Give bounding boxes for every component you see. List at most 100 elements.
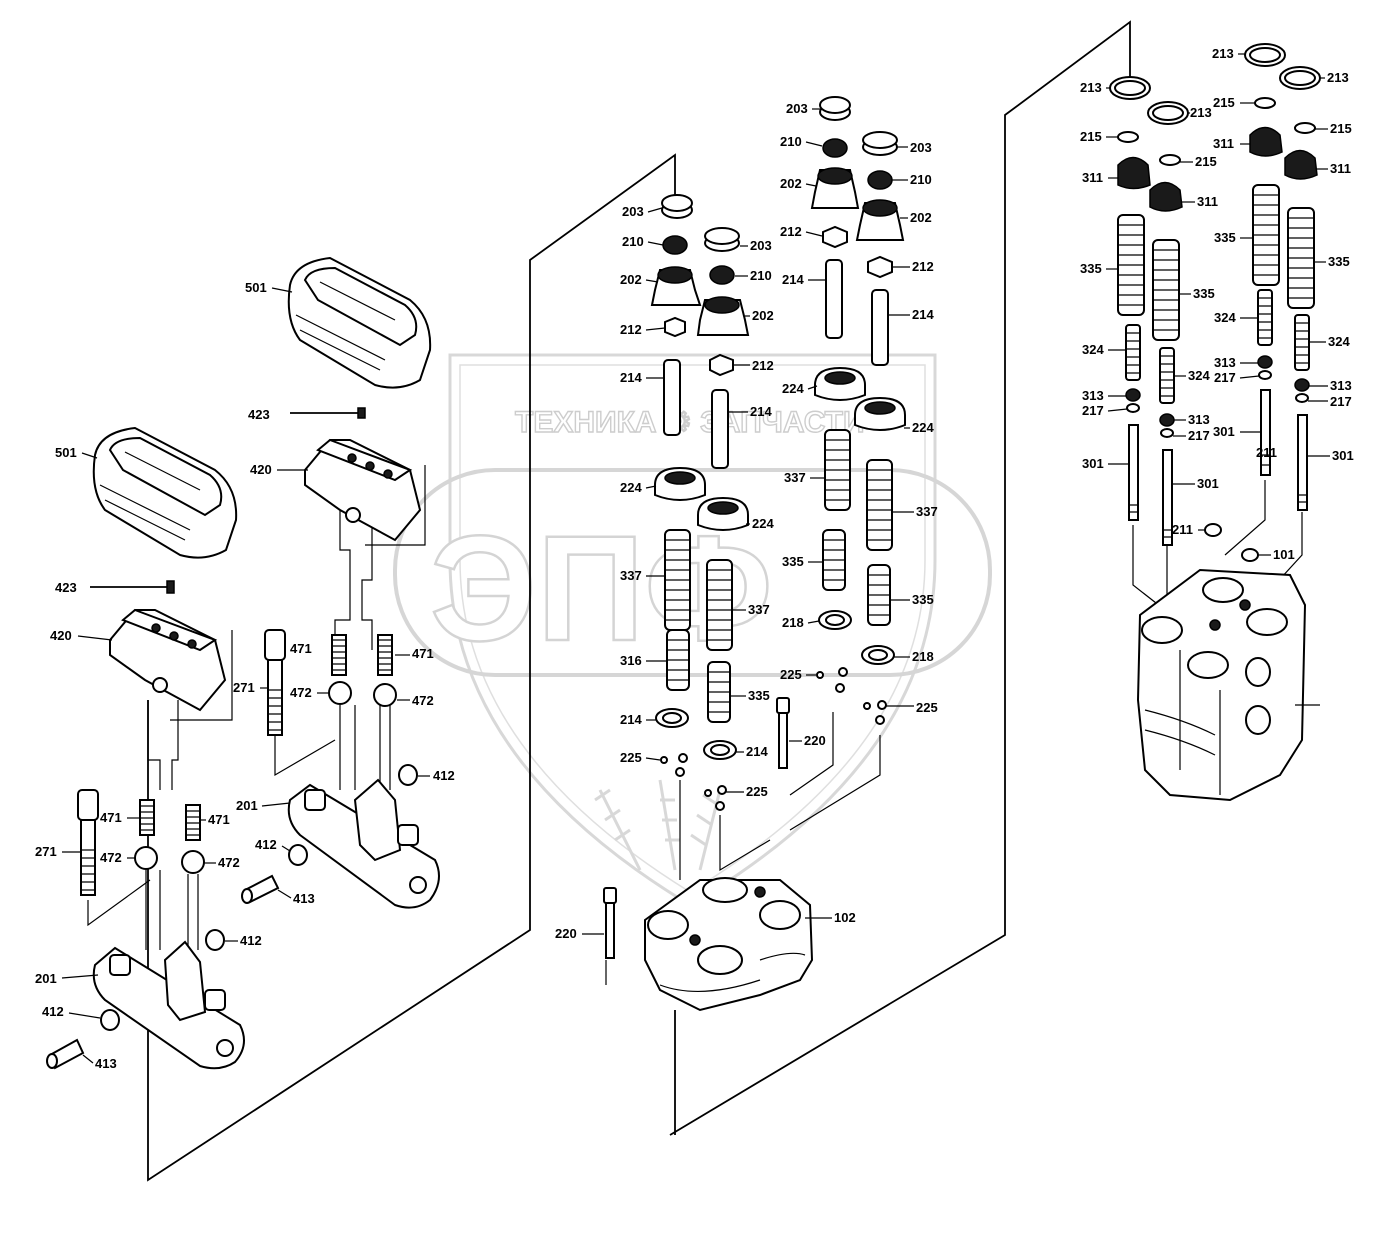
pin-413-upper [241,874,280,904]
callout-label: 102 [834,910,856,925]
callout-label: 471 [208,812,230,827]
callout-label: 203 [622,204,644,219]
callout-label: 214 [750,404,772,419]
callout-label: 212 [752,358,774,373]
callout-label: 225 [916,700,938,715]
callout-label: 313 [1082,388,1104,403]
callout-label: 471 [290,641,312,656]
callout-label: 311 [1330,161,1351,176]
callout-label: 301 [1213,424,1235,439]
pedal-assembly-lower [46,426,245,1070]
callout-label: 212 [620,322,642,337]
callout-label: 211 [1256,445,1277,460]
callout-label: 202 [752,308,774,323]
callout-label: 225 [620,750,642,765]
callout-label: 313 [1330,378,1352,393]
callout-label: 311 [1197,194,1218,209]
callout-label: 202 [620,272,642,287]
callout-label: 311 [1213,136,1234,151]
callout-label: 324 [1188,368,1210,383]
callout-label: 215 [1213,95,1235,110]
callout-label: 313 [1188,412,1210,427]
callout-label: 423 [55,580,77,595]
callout-label: 472 [412,693,434,708]
callout-label: 214 [620,712,642,727]
callout-label: 271 [233,680,255,695]
callout-label: 224 [752,516,774,531]
callout-label: 212 [780,224,802,239]
callout-label: 203 [786,101,808,116]
base-plate-201-upper [287,778,440,909]
callout-label: 412 [240,933,262,948]
callout-label: 220 [555,926,577,941]
pin-413-lower [46,1038,85,1070]
callout-label: 218 [912,649,934,664]
callout-label: 213 [1080,80,1102,95]
callout-label: 213 [1327,70,1349,85]
callout-label: 335 [1080,261,1102,276]
callout-label: 202 [910,210,932,225]
pedal-assembly-upper [241,256,440,909]
callout-label: 412 [42,1004,64,1019]
spring-337 [664,429,893,651]
callout-label: 210 [910,172,932,187]
callout-label: 412 [255,837,277,852]
callout-label: 215 [1330,121,1352,136]
callout-label: 420 [50,628,72,643]
wheat-icon [594,779,722,871]
callout-label: 324 [1214,310,1236,325]
frame-middle [669,20,1131,1136]
bolt-271-upper [264,629,286,736]
callout-label: 311 [1082,170,1103,185]
callout-label: 335 [1193,286,1215,301]
callout-label: 423 [248,407,270,422]
callout-label: 217 [1082,403,1104,418]
callout-label: 217 [1214,370,1236,385]
callout-label: 501 [55,445,77,460]
valve-assembly-middle [603,96,906,1012]
callout-label: 202 [780,176,802,191]
callout-label: 210 [622,234,644,249]
callout-label: 337 [916,504,938,519]
callout-label: 214 [620,370,642,385]
callout-label: 218 [782,615,804,630]
callout-label: 472 [100,850,122,865]
callout-label: 301 [1197,476,1219,491]
rubber-cover-501-upper [287,256,432,389]
callout-label: 316 [620,653,642,668]
valve-body-102 [644,877,814,1012]
callout-label: 224 [620,480,642,495]
callout-label: 210 [780,134,802,149]
callout-label: 472 [290,685,312,700]
bracket-420-upper [304,438,422,542]
callout-label: 301 [1332,448,1354,463]
callout-label: 324 [1082,342,1104,357]
rubber-cover-501-lower [92,426,238,559]
callout-label: 217 [1188,428,1210,443]
callout-label: 337 [784,470,806,485]
callout-label: 313 [1214,355,1236,370]
callout-label: 214 [782,272,804,287]
bolt-271-lower [77,789,99,896]
callout-label: 501 [245,280,267,295]
callout-label: 337 [748,602,770,617]
spring-471-upper [331,634,393,676]
callout-label: 211 [1172,522,1193,537]
valve-assembly-right [1109,43,1321,802]
callout-label: 225 [780,667,802,682]
callout-label: 335 [748,688,770,703]
callout-label: 413 [95,1056,117,1071]
callout-label: 335 [1328,254,1350,269]
callout-label: 335 [782,554,804,569]
callout-label: 420 [250,462,272,477]
callout-label: 210 [750,268,772,283]
callout-label: 203 [750,238,772,253]
bracket-420-lower [109,608,227,712]
callout-label: 471 [100,810,122,825]
callout-label: 271 [35,844,57,859]
base-plate-201-lower [92,940,245,1070]
callout-label: 203 [910,140,932,155]
callout-label: 472 [218,855,240,870]
callout-label: 324 [1328,334,1350,349]
